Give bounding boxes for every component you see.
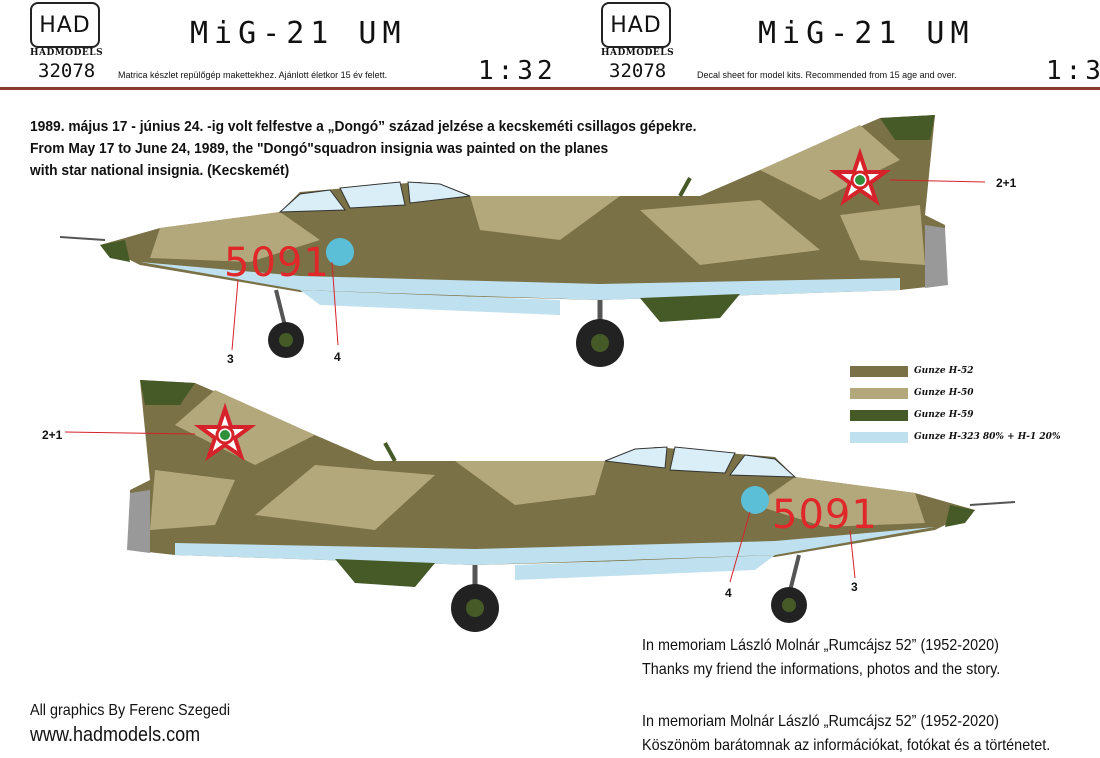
- color-swatch: [850, 431, 908, 443]
- had-logo: HAD: [601, 2, 671, 48]
- kit-scale: 1:32: [1046, 56, 1100, 86]
- dongo-squadron-insignia: [326, 238, 354, 266]
- legend-item: Gunze H-59: [850, 404, 1061, 426]
- header-divider: [0, 87, 1100, 90]
- memoriam-line: In memoriam Molnár László „Rumcájsz 52” …: [642, 713, 999, 730]
- memoriam-line: In memoriam László Molnár „Rumcájsz 52” …: [642, 637, 999, 654]
- memoriam-line: Thanks my friend the informations, photo…: [642, 661, 1001, 678]
- top-aircraft-profile: [60, 115, 986, 367]
- callout-insignia: 4: [334, 350, 341, 364]
- serial-number: 5091: [772, 492, 878, 538]
- bottom-aircraft-profile: [64, 380, 1015, 632]
- had-logo: HAD: [30, 2, 100, 48]
- brand-name: HADMODELS: [30, 48, 104, 58]
- memoriam-hungarian: In memoriam Molnár László „Rumcájsz 52” …: [642, 710, 1050, 758]
- legend-item: Gunze H-50: [850, 382, 1061, 404]
- kit-title: MiG-21 UM: [190, 16, 407, 51]
- memoriam-line: Köszönöm barátomnak az információkat, fo…: [642, 737, 1051, 754]
- color-swatch: [850, 387, 908, 399]
- age-notice: Matrica készlet repülőgép makettekhez. A…: [118, 70, 388, 80]
- callout-star: 2+1: [996, 176, 1017, 190]
- intro-line: From May 17 to June 24, 1989, the "Dongó…: [30, 140, 609, 157]
- product-code: 32078: [38, 60, 96, 82]
- intro-line: with star national insignia. (Kecskemét): [30, 162, 290, 179]
- serial-number: 5091: [224, 240, 330, 286]
- intro-text: 1989. május 17 - június 24. -ig volt fel…: [30, 116, 697, 182]
- paint-legend: Gunze H-52 Gunze H-50 Gunze H-59 Gunze H…: [850, 360, 1061, 448]
- callout-serial: 3: [227, 352, 234, 366]
- dongo-squadron-insignia: [741, 486, 769, 514]
- age-notice: Decal sheet for model kits. Recommended …: [697, 70, 957, 80]
- author-credit: All graphics By Ferenc Szegedi: [30, 702, 231, 719]
- memoriam-english: In memoriam László Molnár „Rumcájsz 52” …: [642, 634, 1000, 682]
- kit-title: MiG-21 UM: [758, 16, 975, 51]
- product-code: 32078: [609, 60, 667, 82]
- credits: All graphics By Ferenc Szegedi www.hadmo…: [30, 698, 230, 748]
- legend-label: Gunze H-50: [914, 388, 974, 398]
- color-swatch: [850, 409, 908, 421]
- legend-label: Gunze H-323 80% + H-1 20%: [914, 432, 1061, 442]
- color-swatch: [850, 365, 908, 377]
- brand-name: HADMODELS: [601, 48, 675, 58]
- legend-item: Gunze H-52: [850, 360, 1061, 382]
- callout-insignia: 4: [725, 586, 732, 600]
- legend-item: Gunze H-323 80% + H-1 20%: [850, 426, 1061, 448]
- website-link[interactable]: www.hadmodels.com: [30, 724, 201, 746]
- intro-line: 1989. május 17 - június 24. -ig volt fel…: [30, 118, 697, 135]
- legend-label: Gunze H-52: [914, 366, 974, 376]
- legend-label: Gunze H-59: [914, 410, 974, 420]
- kit-scale: 1:32: [478, 56, 557, 86]
- callout-serial: 3: [851, 580, 858, 594]
- callout-star: 2+1: [42, 428, 63, 442]
